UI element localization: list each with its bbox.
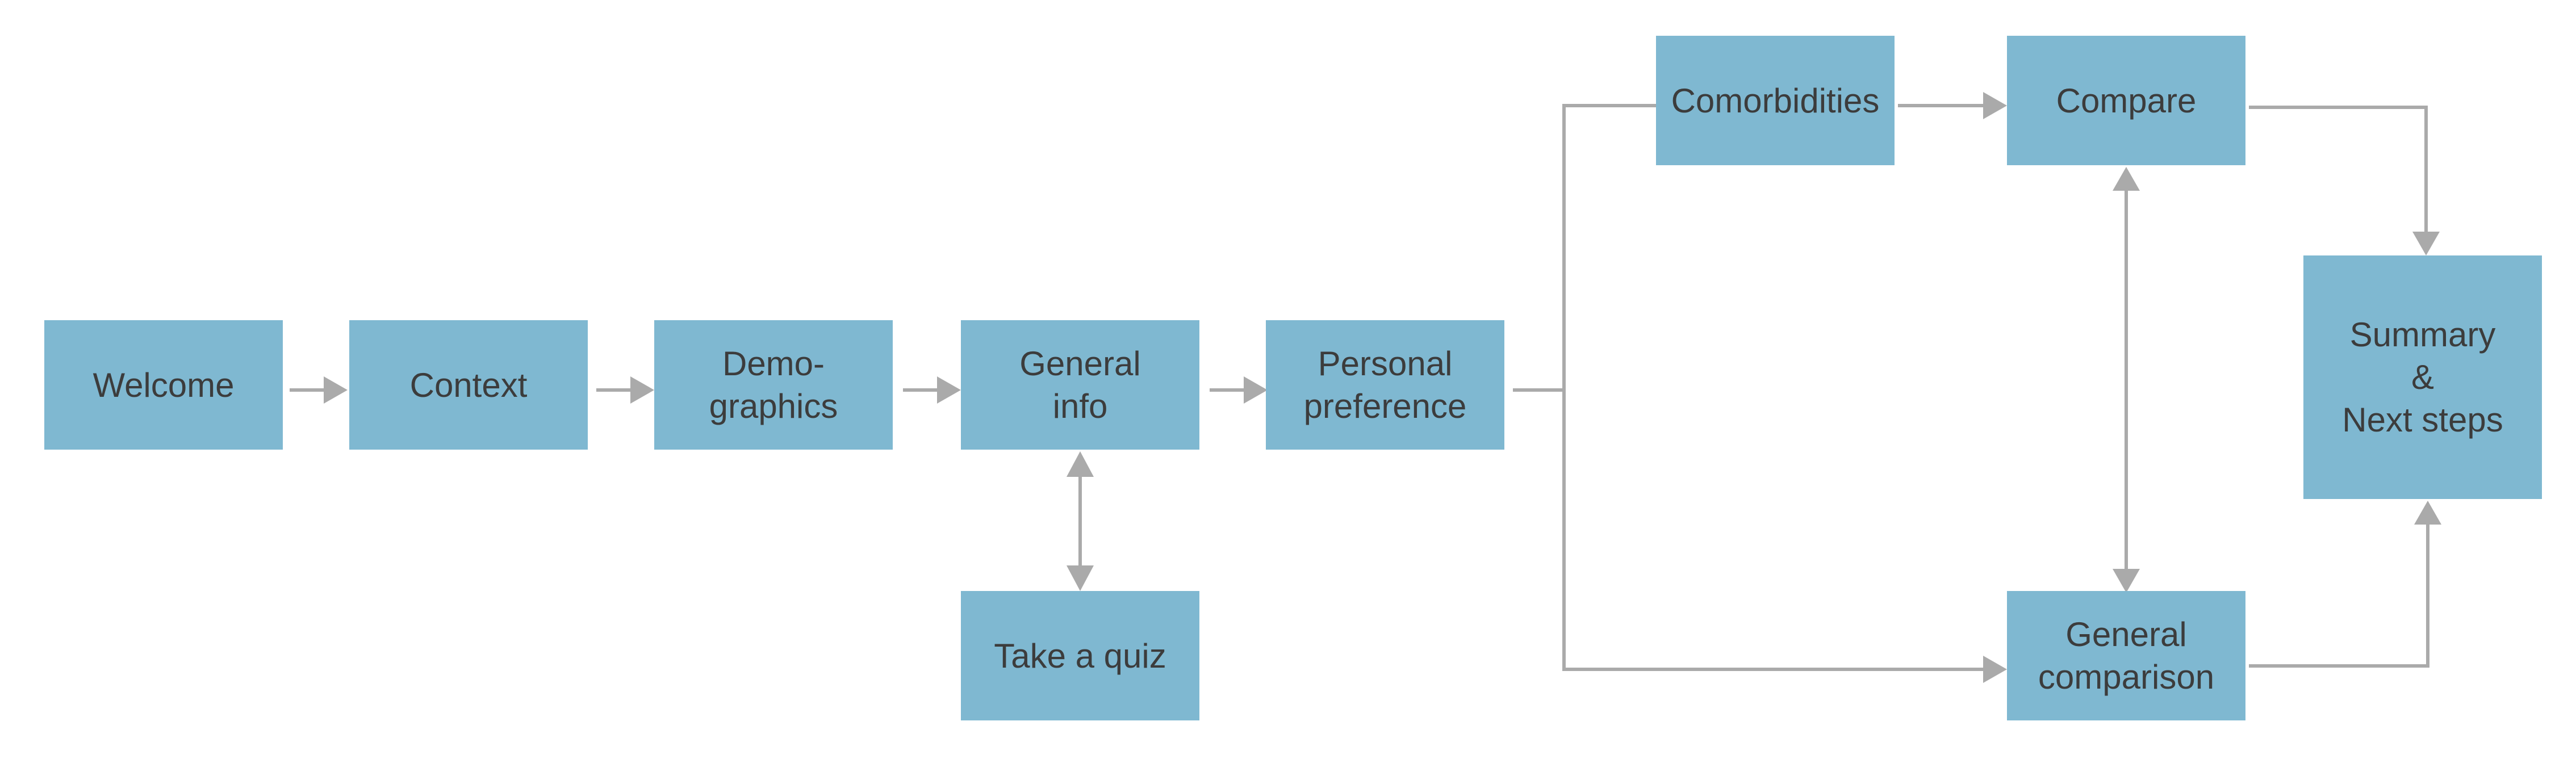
node-personal-preference-label-line-2: preference bbox=[1303, 387, 1467, 425]
node-personal-preference-label-line-1: Personal bbox=[1318, 345, 1453, 383]
arrow-compare-to-summary bbox=[2249, 106, 2440, 255]
node-demographics-label-line-2: graphics bbox=[709, 387, 838, 425]
node-general-comparison: General comparison bbox=[2007, 591, 2245, 720]
node-general-comparison-label-line-1: General bbox=[2065, 615, 2187, 653]
node-summary: Summary & Next steps bbox=[2303, 255, 2542, 499]
node-comorbidities-label: Comorbidities bbox=[1671, 81, 1880, 120]
arrow-welcome-to-context bbox=[290, 376, 348, 404]
arrow-compare-general-comparison bbox=[2113, 167, 2140, 593]
node-summary-label-line-1: Summary bbox=[2349, 316, 2496, 354]
node-context: Context bbox=[349, 320, 588, 450]
node-compare-label: Compare bbox=[2056, 81, 2197, 120]
node-take-quiz: Take a quiz bbox=[961, 591, 1199, 720]
arrow-general-info-take-quiz bbox=[1067, 451, 1094, 591]
node-welcome-label: Welcome bbox=[93, 366, 235, 404]
node-personal-preference: Personal preference bbox=[1266, 320, 1504, 450]
arrow-demographics-to-general-info bbox=[903, 376, 961, 404]
node-comorbidities: Comorbidities bbox=[1656, 36, 1895, 165]
connector-personal-preference-branch bbox=[1513, 104, 1566, 669]
node-general-info-label-line-1: General bbox=[1019, 345, 1141, 383]
node-demographics-label-line-1: Demo- bbox=[722, 345, 825, 383]
arrow-general-comparison-to-summary bbox=[2249, 501, 2441, 668]
node-general-info: General info bbox=[961, 320, 1199, 450]
node-general-info-label-line-2: info bbox=[1052, 387, 1108, 425]
node-general-comparison-label-line-2: comparison bbox=[2038, 658, 2215, 696]
node-welcome: Welcome bbox=[44, 320, 283, 450]
node-demographics: Demo- graphics bbox=[654, 320, 893, 450]
arrow-general-info-to-personal-preference bbox=[1210, 376, 1268, 404]
node-take-quiz-label: Take a quiz bbox=[994, 636, 1166, 675]
arrow-context-to-demographics bbox=[596, 376, 654, 404]
arrow-branch-to-general-comparison bbox=[1562, 656, 2007, 683]
arrow-comorbidities-to-compare bbox=[1898, 92, 2007, 119]
node-compare: Compare bbox=[2007, 36, 2245, 165]
node-summary-label-line-3: Next steps bbox=[2342, 401, 2503, 439]
node-summary-label-line-2: & bbox=[2411, 358, 2435, 396]
node-context-label: Context bbox=[409, 366, 528, 404]
